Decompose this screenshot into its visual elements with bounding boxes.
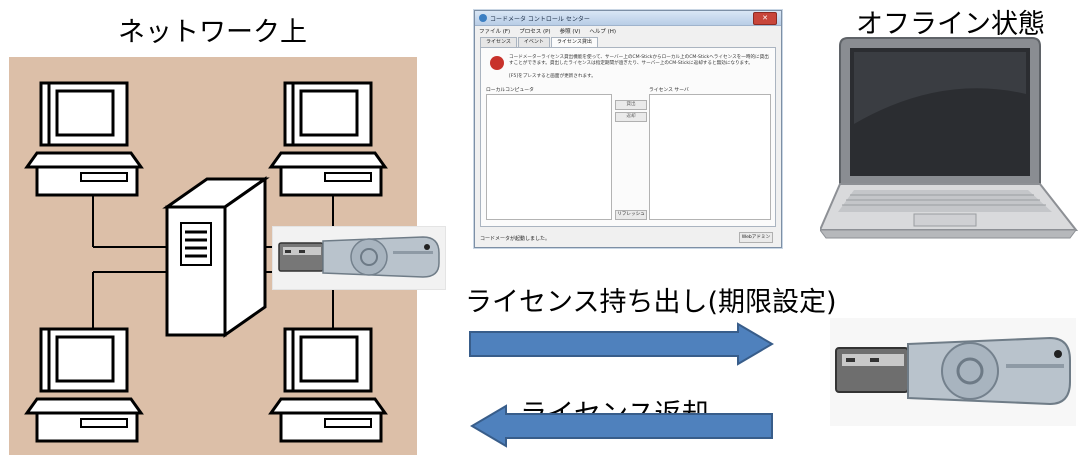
borrow-button[interactable]: 貸出 (615, 100, 647, 110)
usb-dongle-network (272, 226, 446, 290)
usb-stick-icon (835, 336, 1071, 406)
computer-icon-top-right (268, 81, 388, 197)
app-menubar: ファイル (F) プロセス (P) 参照 (V) ヘルプ (H) (475, 26, 781, 36)
app-description: コードメーターライセンス貸出機能を使って、サーバー上のCM-Stickからローカ… (509, 55, 769, 66)
server-icon (162, 176, 270, 338)
menu-process[interactable]: プロセス (P) (519, 29, 551, 35)
tab-license[interactable]: ライセンス (480, 37, 517, 47)
license-borrow-icon (490, 56, 504, 70)
close-icon[interactable]: ✕ (753, 12, 777, 25)
license-server-label: ライセンス サーバ (649, 88, 689, 93)
laptop-icon (820, 37, 1078, 239)
status-text: コードメータが起動しました。 (480, 236, 551, 242)
local-computer-label: ローカルコンピュータ (486, 88, 534, 93)
app-title: コードメータ コントロール センター (490, 16, 590, 23)
return-button[interactable]: 返却 (615, 112, 647, 122)
usb-dongle-offline (830, 318, 1076, 426)
app-content-panel: コードメーターライセンス貸出機能を使って、サーバー上のCM-Stickからローカ… (480, 47, 776, 227)
menu-help[interactable]: ヘルプ (H) (589, 29, 617, 35)
license-server-list[interactable] (649, 94, 771, 220)
export-arrow (469, 322, 774, 366)
network-title: ネットワーク上 (118, 17, 307, 48)
tab-license-borrow[interactable]: ライセンス貸出 (550, 37, 598, 47)
menu-view[interactable]: 参照 (V) (559, 29, 581, 35)
app-logo-icon (479, 14, 487, 22)
arrows (469, 322, 774, 448)
computer-icon-bottom-left (24, 327, 144, 443)
computer-icon-top-left (24, 81, 144, 197)
web-admin-button[interactable]: Webアドミン (739, 232, 773, 243)
app-titlebar: コードメータ コントロール センター ✕ (475, 11, 781, 26)
tab-events[interactable]: イベント (517, 37, 550, 47)
usb-stick-icon (278, 236, 440, 278)
license-export-label: ライセンス持ち出し(期限設定) (465, 287, 837, 318)
codemeter-control-center-window: コードメータ コントロール センター ✕ ファイル (F) プロセス (P) 参… (474, 10, 782, 248)
return-arrow (470, 404, 773, 448)
menu-file[interactable]: ファイル (F) (479, 29, 511, 35)
network-diagram (24, 81, 388, 443)
app-tabs: ライセンス イベント ライセンス貸出 (480, 37, 599, 47)
refresh-note: [F5]をプレスすると画面が更新されます。 (509, 74, 596, 79)
offline-title: オフライン状態 (856, 9, 1045, 40)
local-computer-list[interactable] (486, 94, 612, 220)
computer-icon-bottom-right (268, 327, 388, 443)
refresh-button[interactable]: リフレッシュ (615, 210, 647, 220)
